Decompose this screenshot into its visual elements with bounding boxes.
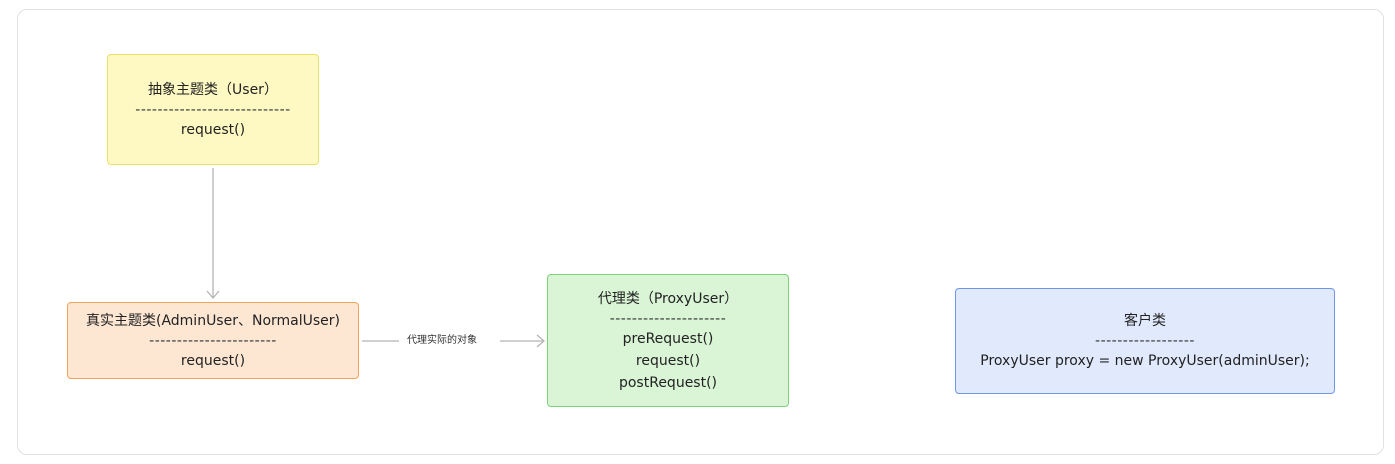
node-method: request() <box>180 121 246 138</box>
node-separator: ----------------------- <box>149 332 277 349</box>
edge-label-real-to-proxy: 代理实际的对象 <box>403 334 481 348</box>
node-proxy[interactable]: 代理类（ProxyUser） --------------------- pre… <box>547 274 789 407</box>
node-client[interactable]: 客户类 ------------------ ProxyUser proxy =… <box>955 288 1335 394</box>
node-method: preRequest() <box>622 330 714 347</box>
node-method: request() <box>635 352 701 369</box>
node-code: ProxyUser proxy = new ProxyUser(adminUse… <box>980 353 1310 369</box>
node-title: 客户类 <box>1124 313 1166 329</box>
node-method: postRequest() <box>618 374 718 391</box>
node-title: 抽象主题类（User） <box>148 81 278 98</box>
node-real-subject[interactable]: 真实主题类(AdminUser、NormalUser) ------------… <box>67 302 359 379</box>
node-separator: --------------------- <box>609 310 727 327</box>
node-separator: ------------------ <box>1095 333 1195 349</box>
node-method: request() <box>180 352 246 369</box>
node-title: 代理类（ProxyUser） <box>597 290 739 307</box>
node-title: 真实主题类(AdminUser、NormalUser) <box>85 312 341 329</box>
node-separator: ---------------------------- <box>135 101 291 118</box>
node-abstract-subject[interactable]: 抽象主题类（User） ----------------------------… <box>107 54 319 165</box>
